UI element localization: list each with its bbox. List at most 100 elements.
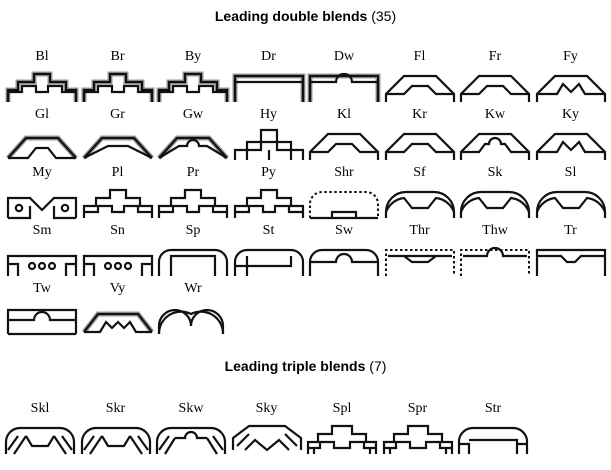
double-blend-label: Pr — [186, 165, 200, 180]
double-blend-fl: Fl — [384, 48, 456, 108]
double-blend-glyph-icon — [156, 71, 230, 102]
double-blend-glyph-icon — [81, 135, 154, 160]
double-blend-glyph-icon — [535, 190, 606, 218]
double-blend-tw: Tw — [6, 280, 78, 340]
double-blend-label: Ky — [561, 107, 580, 122]
triple-blend-glyph-icon — [80, 426, 151, 455]
double-blend-label: Gw — [182, 107, 204, 122]
double-blend-label: My — [32, 165, 52, 180]
double-blend-glyph-icon — [535, 132, 606, 160]
double-blend-label: Sm — [32, 223, 52, 238]
double-blend-label: Thw — [482, 223, 508, 238]
double-blend-fr: Fr — [459, 48, 531, 108]
double-blend-label: By — [184, 49, 202, 64]
double-blend-st: St — [233, 222, 305, 282]
double-blend-glyph-icon — [307, 72, 381, 102]
double-blend-glyph-icon — [233, 128, 304, 160]
triple-blend-glyph-icon — [382, 424, 453, 454]
double-blend-dw: Dw — [307, 48, 381, 108]
doubles-title: Leading double blends (35) — [0, 8, 611, 24]
double-blend-glyph-icon — [157, 188, 229, 218]
double-blend-label: Sl — [564, 165, 577, 180]
double-blend-glyph-icon — [233, 188, 304, 218]
double-blend-label: Fy — [563, 49, 578, 64]
double-blend-glyph-icon — [82, 188, 153, 218]
doubles-title-text: Leading double blends — [214, 8, 368, 24]
double-blend-label: St — [262, 223, 275, 238]
triple-blend-label: Spr — [407, 401, 428, 416]
double-blend-glyph-icon — [233, 248, 304, 276]
triples-title-text: Leading triple blends — [224, 358, 366, 374]
triple-blend-label: Skr — [105, 401, 126, 416]
double-blend-kw: Kw — [459, 106, 531, 166]
double-blend-label: Dw — [333, 49, 355, 64]
double-blend-label: Hy — [259, 107, 278, 122]
double-blend-glyph-icon — [460, 246, 530, 276]
double-blend-label: Pl — [111, 165, 124, 180]
double-blend-label: Shr — [334, 165, 354, 180]
double-blend-label: Bl — [35, 49, 49, 64]
double-blend-bl: Bl — [5, 48, 79, 108]
triple-blend-skl: Skl — [4, 400, 76, 460]
double-blend-pr: Pr — [157, 164, 229, 224]
double-blend-gl: Gl — [6, 106, 78, 166]
double-blend-glyph-icon — [459, 190, 531, 218]
double-blend-ky: Ky — [535, 106, 607, 166]
double-blend-glyph-icon — [6, 196, 78, 220]
triple-blend-glyph-icon — [231, 424, 302, 452]
double-blend-gw: Gw — [157, 106, 229, 166]
triple-blend-spr: Spr — [382, 400, 454, 460]
double-blend-sp: Sp — [157, 222, 229, 282]
doubles-count: (35) — [371, 8, 397, 24]
double-blend-glyph-icon — [157, 248, 229, 276]
triple-blend-str: Str — [457, 400, 529, 460]
triple-blend-glyph-icon — [155, 426, 227, 455]
double-blend-label: Sw — [335, 223, 353, 238]
double-blend-label: Sk — [487, 165, 503, 180]
double-blend-pl: Pl — [82, 164, 154, 224]
triple-blend-label: Spl — [332, 401, 352, 416]
double-blend-label: Fl — [413, 49, 426, 64]
double-blend-hy: Hy — [233, 106, 305, 166]
double-blend-label: Tr — [564, 223, 577, 238]
double-blend-br: Br — [81, 48, 154, 108]
triples-title: Leading triple blends (7) — [0, 358, 611, 374]
triple-blend-label: Skw — [178, 401, 204, 416]
double-blend-glyph-icon — [81, 311, 154, 334]
triple-blend-label: Str — [484, 401, 502, 416]
double-blend-label: Kw — [484, 107, 506, 122]
double-blend-glyph-icon — [82, 254, 153, 276]
double-blend-glyph-icon — [157, 135, 229, 160]
double-blend-label: Py — [261, 165, 276, 180]
double-blend-glyph-icon — [459, 132, 531, 160]
double-blend-label: Gr — [110, 107, 125, 122]
double-blend-label: Sp — [185, 223, 201, 238]
triple-blend-spl: Spl — [306, 400, 378, 460]
double-blend-glyph-icon — [535, 248, 606, 276]
double-blend-kr: Kr — [384, 106, 456, 166]
double-blend-sf: Sf — [384, 164, 456, 224]
double-blend-vy: Vy — [81, 280, 154, 340]
double-blend-sk: Sk — [459, 164, 531, 224]
double-blend-glyph-icon — [384, 249, 455, 276]
double-blend-dr: Dr — [232, 48, 305, 108]
double-blend-glyph-icon — [308, 132, 380, 160]
double-blend-label: Vy — [109, 281, 126, 296]
double-blend-label: Kr — [412, 107, 427, 122]
double-blend-glyph-icon — [81, 71, 154, 102]
double-blend-glyph-icon — [5, 71, 79, 102]
double-blend-tr: Tr — [535, 222, 607, 282]
double-blend-my: My — [6, 164, 78, 224]
double-blend-sn: Sn — [82, 222, 154, 282]
double-blend-kl: Kl — [308, 106, 380, 166]
double-blend-shr: Shr — [308, 164, 380, 224]
triples-count: (7) — [369, 358, 387, 374]
double-blend-glyph-icon — [384, 132, 455, 160]
double-blend-glyph-icon — [384, 190, 455, 218]
triple-blend-label: Skl — [30, 401, 50, 416]
double-blend-glyph-icon — [535, 74, 606, 102]
double-blend-sl: Sl — [535, 164, 607, 224]
triple-blend-sky: Sky — [231, 400, 303, 460]
triple-blend-glyph-icon — [4, 426, 76, 455]
double-blend-label: Dr — [261, 49, 276, 64]
